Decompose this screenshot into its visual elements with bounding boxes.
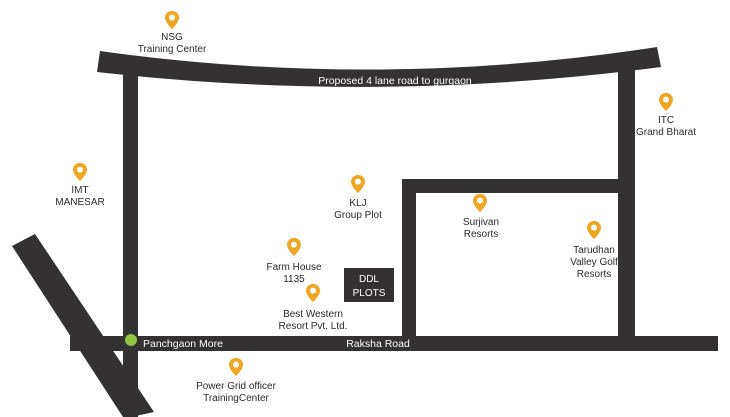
- map-pin-icon: [229, 358, 243, 376]
- proposed-road-label: Proposed 4 lane road to gurgaon: [318, 75, 472, 87]
- place-itc-line2: Grand Bharat: [636, 127, 696, 138]
- place-surjivan-line1: Surjivan: [463, 217, 499, 228]
- ddl-plots[interactable]: DDL PLOTS: [344, 268, 394, 302]
- place-klj-line1: KLJ: [349, 198, 366, 209]
- place-tarudhan-line1: Tarudhan: [573, 245, 615, 256]
- map-pin-icon: [587, 221, 601, 239]
- junction-label: Panchgaon More: [143, 338, 223, 350]
- place-imt-line2: MANESAR: [55, 197, 104, 208]
- place-imt[interactable]: IMT MANESAR: [55, 163, 105, 208]
- place-nsg[interactable]: NSG Training Center: [138, 11, 207, 55]
- place-tarudhan[interactable]: Tarudhan Valley Golf Resorts: [570, 221, 618, 280]
- place-farm-house-line2: 1135: [283, 274, 305, 285]
- raksha-road: [70, 336, 718, 351]
- place-best-western[interactable]: Best Western Resort Pvt. Ltd.: [279, 284, 348, 332]
- place-tarudhan-line3: Resorts: [577, 269, 611, 280]
- place-power-grid[interactable]: Power Grid officer TrainingCenter: [196, 358, 277, 404]
- right-vertical-road: [618, 60, 635, 340]
- place-surjivan-line2: Resorts: [464, 229, 498, 240]
- place-itc[interactable]: ITC Grand Bharat: [636, 93, 696, 138]
- place-tarudhan-line2: Valley Golf: [570, 257, 618, 268]
- place-power-grid-line1: Power Grid officer: [196, 381, 277, 392]
- ddl-plots-label-line2: PLOTS: [353, 288, 386, 299]
- place-itc-line1: ITC: [658, 115, 674, 126]
- raksha-road-label: Raksha Road: [346, 338, 410, 350]
- place-power-grid-line2: TrainingCenter: [203, 393, 269, 404]
- map-pin-icon: [165, 11, 179, 29]
- map-pin-icon: [287, 238, 301, 256]
- map-pin-icon: [73, 163, 87, 181]
- road-network: [12, 47, 718, 417]
- left-vertical-road: [123, 68, 138, 417]
- place-best-western-line2: Resort Pvt. Ltd.: [279, 321, 348, 332]
- ddl-plots-box: [344, 268, 394, 302]
- junction-marker[interactable]: [125, 334, 137, 346]
- place-klj-line2: Group Plot: [334, 210, 382, 221]
- place-farm-house[interactable]: Farm House 1135: [266, 238, 322, 285]
- place-farm-house-line1: Farm House: [266, 262, 321, 273]
- map-pin-icon: [306, 284, 320, 302]
- connector-road-vertical: [402, 179, 416, 339]
- ddl-plots-label-line1: DDL: [359, 274, 379, 285]
- connector-road-horizontal: [402, 179, 624, 193]
- place-best-western-line1: Best Western: [283, 309, 343, 320]
- place-nsg-line2: Training Center: [138, 44, 207, 55]
- place-surjivan[interactable]: Surjivan Resorts: [463, 194, 499, 240]
- map-pin-icon: [351, 175, 365, 193]
- map-pin-icon: [473, 194, 487, 212]
- diagonal-road: [12, 234, 154, 417]
- map-pin-icon: [659, 93, 673, 111]
- place-imt-line1: IMT: [71, 185, 88, 196]
- place-nsg-line1: NSG: [161, 32, 183, 43]
- proposed-road: [97, 47, 661, 87]
- place-klj[interactable]: KLJ Group Plot: [334, 175, 382, 221]
